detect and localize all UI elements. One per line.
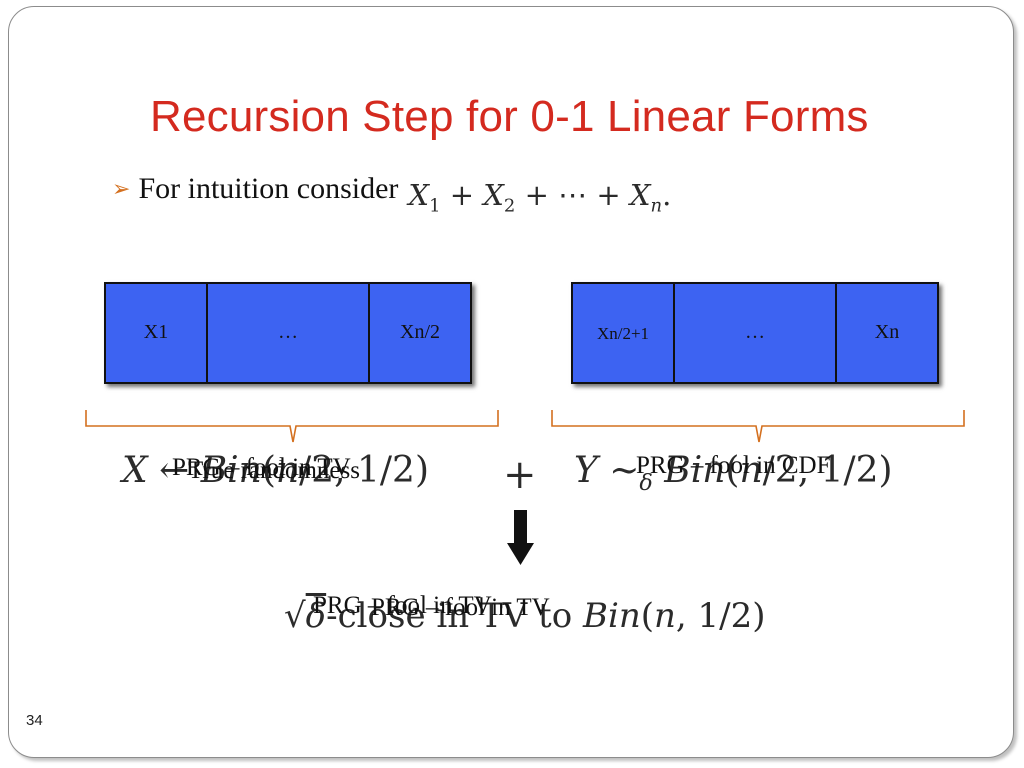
cell-xn-half: Xn/2 [368, 282, 472, 384]
cell-x1: X1 [104, 282, 208, 384]
page-number: 34 [26, 712, 43, 729]
bullet-text: For intuition consider [138, 172, 399, 205]
right-caption-prg: PRG – fool in CDF [636, 452, 831, 479]
bottom-caption-prg-1: PRG – fool in TV [313, 592, 492, 619]
bullet-item: ➢ For intuition consider X1 + X2 + ⋯ + X… [112, 168, 671, 218]
down-arrow-icon [507, 510, 534, 565]
left-caption-true-randomness: True randomness [188, 457, 360, 484]
right-brace-icon [551, 410, 965, 443]
right-formula: Y ~δ Bin(n/2, 1/2) [574, 450, 893, 496]
plus-sign: + [503, 452, 537, 498]
cell-ellipsis-left: … [206, 282, 370, 384]
bottom-formula: √δ-close in TV to Bin(n, 1/2) [284, 596, 766, 636]
bottom-caption-prg-2: PRG – fool in TV [371, 594, 550, 621]
right-variable-group: Xn/2+1 … Xn [571, 282, 939, 384]
cell-xn-half-plus-one: Xn/2+1 [571, 282, 675, 384]
left-brace-icon [85, 410, 499, 443]
cell-ellipsis-right: … [673, 282, 837, 384]
left-variable-group: X1 … Xn/2 [104, 282, 472, 384]
cell-xn: Xn [835, 282, 939, 384]
bullet-math-sum: X1 + X2 + ⋯ + Xn. [408, 177, 672, 217]
right-arrowhead-bullet-icon: ➢ [112, 176, 131, 202]
left-caption-prg: PRG – fool in TV [172, 454, 351, 481]
left-formula: X ← Bin(n/2, 1/2) [122, 450, 429, 491]
slide-title: Recursion Step for 0-1 Linear Forms [150, 92, 869, 141]
